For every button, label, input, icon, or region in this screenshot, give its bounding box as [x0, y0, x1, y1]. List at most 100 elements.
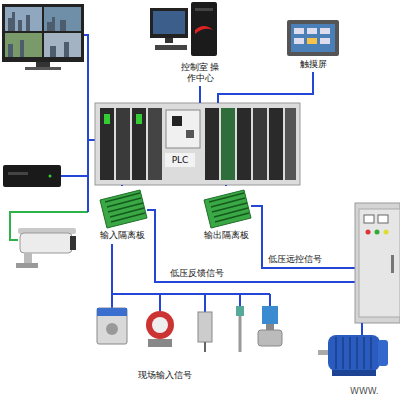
field-pull-rod — [204, 342, 206, 352]
terminal-rows — [105, 193, 145, 222]
device-label: PLC — [165, 155, 195, 166]
signal-label: 低压远控信号 — [268, 254, 322, 265]
touchscreen-button — [294, 38, 304, 44]
device-label: 触摸屏 — [293, 59, 333, 70]
device-node: PLC — [95, 103, 300, 185]
signal-cable — [218, 72, 313, 103]
device-node: 触摸屏 — [283, 20, 343, 72]
field-thermometer-head — [236, 306, 244, 316]
plc-led — [136, 114, 142, 124]
touchscreen-button — [320, 28, 330, 34]
motor-shaft — [318, 350, 328, 355]
cabinet-lamp — [375, 230, 380, 235]
monitor-screen — [44, 33, 81, 57]
field-switch-knob — [106, 323, 118, 335]
terminal-rows — [209, 193, 249, 222]
device-node: 输出隔离板 — [196, 186, 256, 244]
cabinet-lamp — [384, 230, 389, 235]
camera-cable — [10, 212, 88, 240]
cabinet-meter — [378, 215, 388, 223]
switch-cabinet — [355, 203, 400, 323]
video-cable — [88, 139, 95, 141]
field-pull-switch — [198, 312, 212, 342]
plc-module — [237, 108, 251, 180]
plc-module — [205, 108, 219, 180]
field-flowmeter-pipe — [258, 330, 282, 346]
field-drops — [112, 294, 270, 312]
plc-name-plate — [165, 153, 195, 167]
device-label: 输入隔离板 — [94, 230, 150, 241]
touchscreen-frame — [287, 20, 339, 56]
output-isolation-board — [204, 190, 251, 228]
cabinet-door — [359, 209, 400, 317]
label-holder: WWW. — [350, 386, 379, 397]
pc-tower-light — [195, 26, 213, 34]
watermark: WWW. — [350, 386, 379, 397]
monitor-base — [25, 67, 61, 70]
device-node: 输入隔离板 — [92, 186, 152, 244]
device-node: 控制室 操作中心 — [150, 0, 250, 86]
pc-screen — [153, 11, 185, 34]
cabinet-meter — [364, 215, 374, 223]
remote-control-line — [251, 206, 356, 268]
motor-body — [328, 335, 380, 371]
signal-cable — [111, 244, 113, 290]
signal-cable — [225, 185, 227, 186]
plc-module — [269, 108, 283, 180]
input-isolation-board — [100, 190, 147, 228]
plc-cpu — [166, 110, 200, 148]
dvr-recorder — [3, 165, 61, 187]
plc-module — [148, 108, 162, 180]
signal-label: 低压反馈信号 — [170, 268, 224, 279]
camera-lens — [70, 236, 76, 250]
motor-feet — [332, 370, 376, 376]
plc-module — [116, 108, 130, 180]
motor-fan-cover — [378, 340, 388, 366]
touchscreen-button — [294, 28, 304, 34]
device-label: 控制室 操作中心 — [178, 62, 222, 84]
field-actuator-base — [148, 339, 172, 347]
touchscreen-button — [320, 38, 330, 44]
pc-stand — [165, 38, 173, 43]
video-cable — [84, 35, 88, 212]
monitor-stand — [36, 62, 50, 67]
signal-cable — [121, 185, 123, 186]
field-flowmeter-neck — [266, 324, 274, 330]
plc-module — [285, 108, 296, 180]
device-label: 输出隔离板 — [198, 230, 254, 241]
plc-module — [221, 108, 235, 180]
field-switch-box — [97, 308, 127, 344]
camera-mount — [24, 253, 32, 263]
field-actuator — [146, 311, 174, 339]
cabinet-handle — [391, 255, 394, 273]
plc-module — [253, 108, 267, 180]
label-holder: 低压反馈信号 — [170, 268, 224, 279]
pc-keyboard — [155, 45, 187, 50]
plc-module — [100, 108, 114, 180]
camera-mount — [16, 263, 38, 268]
pc-drive — [195, 8, 213, 11]
pc-monitor — [150, 8, 188, 38]
plc-module — [132, 108, 146, 180]
city-buildings — [8, 12, 69, 57]
camera-body — [20, 233, 72, 253]
touchscreen-display — [291, 24, 335, 52]
monitor-frame — [2, 4, 84, 62]
pc-tower — [191, 2, 217, 56]
motor-cable — [361, 323, 363, 335]
label-holder: 低压远控信号 — [268, 254, 322, 265]
field-actuator-face — [152, 317, 168, 333]
dvr-slot — [8, 172, 28, 175]
device-node: 现场输入信号 — [88, 290, 293, 386]
field-flowmeter-head — [262, 306, 278, 324]
touchscreen-button — [307, 28, 317, 34]
cabinet-lamp — [366, 230, 371, 235]
feedback-signal-line — [147, 210, 356, 282]
motor-fins — [336, 337, 371, 369]
video-cable — [61, 175, 88, 177]
plc-led — [104, 114, 110, 124]
signal-cable — [199, 86, 201, 103]
